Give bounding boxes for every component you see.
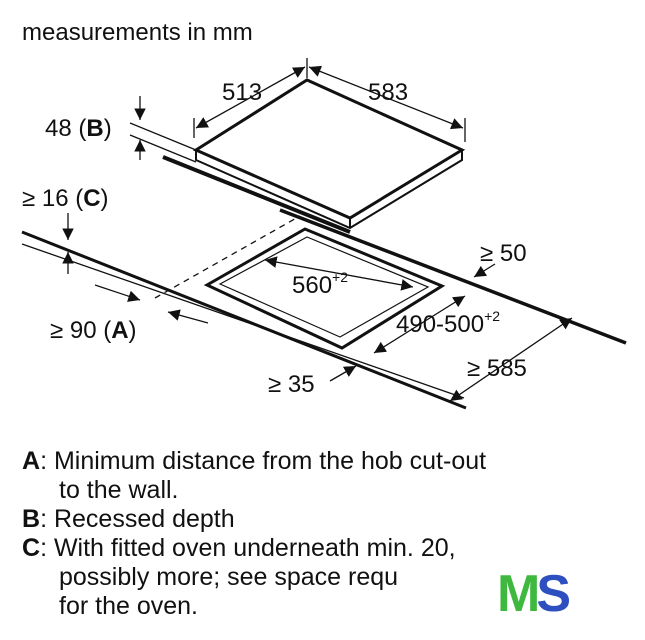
- dim-line-583: [308, 65, 464, 130]
- legend-text-c: : With fitted oven underneath min. 20,: [40, 534, 456, 562]
- dim-line-35: [329, 365, 357, 382]
- dim-line-490-500: [373, 295, 466, 354]
- ms-logo: MS: [497, 565, 571, 623]
- legend-key-b: B: [22, 505, 41, 533]
- legend-text-a: : Minimum distance from the hob cut-out: [40, 447, 487, 475]
- label-hob-depth: 513: [222, 79, 262, 106]
- hob: [162, 78, 466, 234]
- legend-text-a-cont: to the wall.: [59, 476, 179, 504]
- legend-item-c: C : With fitted oven underneath min. 20,: [22, 534, 486, 563]
- label-hob-width: 583: [368, 79, 408, 106]
- label-cutout-width: 560+2: [292, 269, 348, 299]
- installation-diagram: measurements in mm: [21, 19, 627, 410]
- logo-letter-s: S: [536, 565, 571, 623]
- legend-key-a: A: [22, 447, 41, 475]
- legend-text-c-cont2: for the oven.: [59, 592, 198, 620]
- logo-letter-m: M: [497, 565, 540, 623]
- legend-text-b: : Recessed depth: [40, 505, 235, 533]
- label-cutout-depth: 490-500+2: [396, 308, 500, 338]
- label-front-clearance: ≥ 35: [268, 371, 315, 398]
- label-recessed-depth: 48 (B): [45, 115, 112, 142]
- legend-item-a: A : Minimum distance from the hob cut-ou…: [22, 447, 486, 476]
- dim-line-560: [264, 256, 414, 291]
- legend-item-b: B : Recessed depth: [22, 505, 486, 534]
- dim-line-513: [195, 66, 306, 129]
- dim-line-585: [449, 317, 573, 402]
- cutout: [154, 215, 446, 350]
- measurements-heading: measurements in mm: [22, 19, 253, 46]
- dim-line-90-right: [167, 309, 209, 324]
- hob-dimensions: [129, 58, 466, 163]
- worktop: [21, 208, 627, 410]
- label-wall-distance: ≥ 90 (A): [50, 317, 137, 344]
- label-side-clearance: ≥ 50: [480, 240, 527, 267]
- label-worktop-depth: ≥ 585: [467, 355, 527, 382]
- label-oven-gap: ≥ 16 (C): [22, 185, 109, 212]
- dim-line-90-left: [94, 284, 141, 302]
- legend-text-c-cont1: possibly more; see space requ: [59, 563, 399, 591]
- cutout-dimensions: [62, 213, 573, 402]
- dim-line-50: [473, 263, 496, 278]
- legend: A : Minimum distance from the hob cut-ou…: [22, 447, 486, 621]
- legend-key-c: C: [22, 534, 41, 562]
